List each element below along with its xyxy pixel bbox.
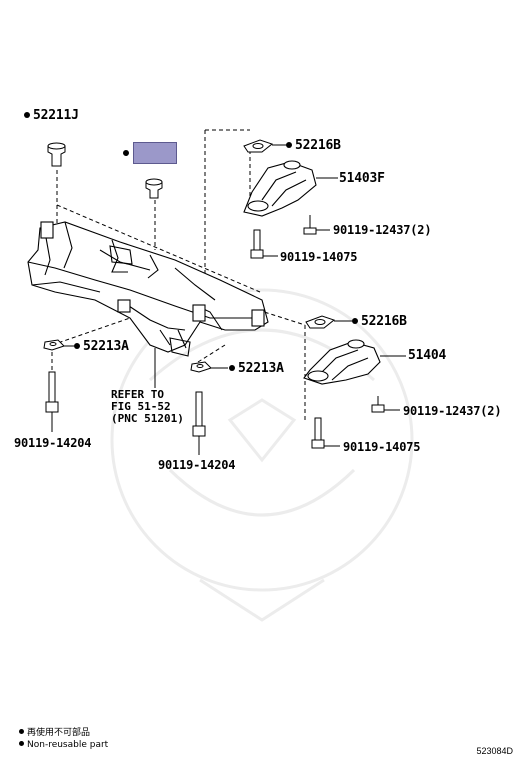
legend-japanese: 再使用不可部品 <box>19 728 90 739</box>
non-reusable-marker <box>286 142 292 148</box>
legend-dot-icon <box>19 729 24 734</box>
non-reusable-marker <box>352 318 358 324</box>
diagram-id: 523084D <box>476 746 513 756</box>
washer-52216b-bottom <box>305 315 336 329</box>
label-leaders <box>51 144 406 455</box>
highlighted-part-box[interactable] <box>133 142 177 164</box>
bushing-highlighted <box>145 178 163 199</box>
label-52216b-bottom[interactable]: 52216B <box>352 315 407 329</box>
label-52213a-left[interactable]: 52213A <box>74 340 129 354</box>
label-52216b-top[interactable]: 52216B <box>286 139 341 153</box>
non-reusable-marker <box>123 150 129 156</box>
bolt-90119-12437-bottom <box>371 396 385 413</box>
label-52211j[interactable]: 52211J <box>24 109 79 123</box>
legend-dot-icon <box>19 741 24 746</box>
bushing-52211j <box>47 142 66 167</box>
bolt-90119-12437-top <box>303 215 317 235</box>
nut-52213a-mid <box>190 361 212 373</box>
non-reusable-marker <box>74 343 80 349</box>
label-90119-12437-top[interactable]: 90119-12437(2) <box>333 223 432 237</box>
label-90119-12437-bottom[interactable]: 90119-12437(2) <box>403 404 502 418</box>
nut-52213a-left <box>43 339 65 351</box>
bolt-90119-14075-bottom <box>311 417 325 449</box>
lower-arm-51404 <box>303 339 381 385</box>
label-90119-14204-mid[interactable]: 90119-14204 <box>158 458 236 472</box>
lower-arm-51403f <box>243 160 317 217</box>
non-reusable-marker <box>229 365 235 371</box>
bolt-90119-14075-top <box>250 229 264 259</box>
label-52213a-mid[interactable]: 52213A <box>229 362 284 376</box>
label-51403f[interactable]: 51403F <box>339 171 385 186</box>
label-90119-14075-top[interactable]: 90119-14075 <box>280 250 358 264</box>
legend-english: Non-reusable part <box>19 740 108 751</box>
label-51404[interactable]: 51404 <box>408 348 447 363</box>
label-90119-14204-left[interactable]: 90119-14204 <box>14 436 92 450</box>
refer-to-note[interactable]: REFER TO FIG 51-52 (PNC 51201) <box>111 388 184 425</box>
suspension-crossmember <box>27 221 269 357</box>
non-reusable-marker <box>24 112 30 118</box>
bolt-90119-14204-mid <box>192 391 206 437</box>
washer-52216b-top <box>243 139 274 153</box>
label-90119-14075-bottom[interactable]: 90119-14075 <box>343 440 421 454</box>
bolt-90119-14204-left <box>45 371 59 413</box>
